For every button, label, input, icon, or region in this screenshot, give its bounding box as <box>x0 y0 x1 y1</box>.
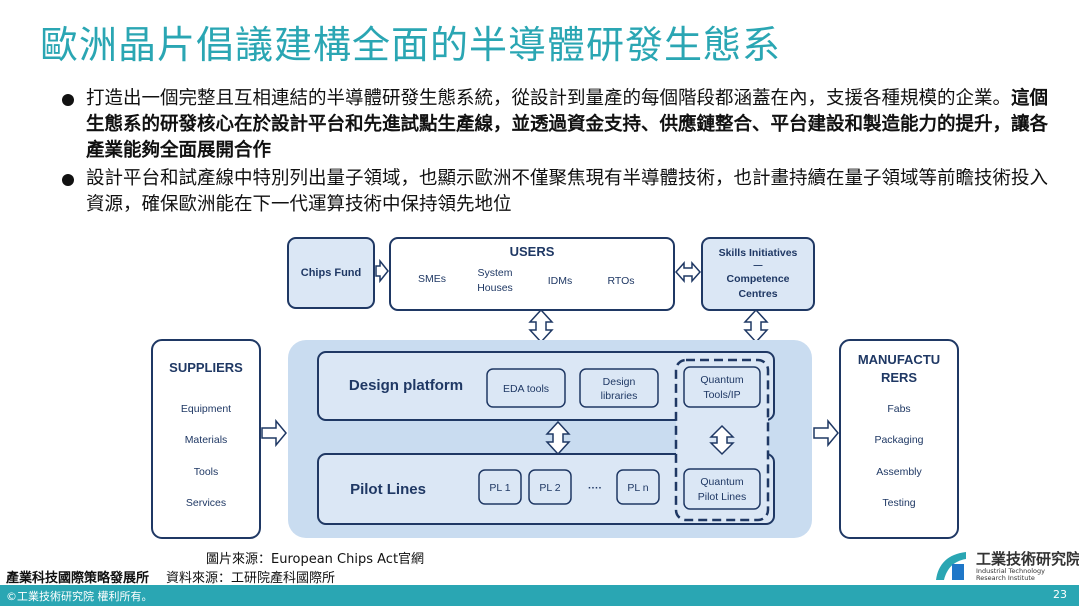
quantum-pilot-label: Quantum <box>700 476 743 488</box>
eda-tools-box <box>486 368 566 408</box>
design-libraries-box <box>579 368 659 408</box>
arrow-right-icon <box>375 258 389 284</box>
pilot-line-label: PL 2 <box>539 482 560 494</box>
skills-label: Competence <box>726 273 789 285</box>
manufacturers-item: Packaging <box>874 434 923 446</box>
suppliers-item: Materials <box>185 434 228 446</box>
slide-title: 歐洲晶片倡議建構全面的半導體研發生態系 <box>40 23 782 67</box>
bullet-text: 打造出一個完整且互相連結的半導體研發生態系統，從設計到量產的每個階段都涵蓋在內，… <box>86 88 1012 109</box>
footer-bar: ©工業技術研究院 權利所有。 23 <box>0 585 1079 606</box>
skills-label: Skills Initiatives <box>719 247 798 259</box>
suppliers-item: Tools <box>194 466 219 478</box>
users-box <box>389 237 675 311</box>
quantum-pilot-label: Pilot Lines <box>698 491 746 503</box>
itri-logo-icon <box>936 552 966 580</box>
manufacturers-item: Testing <box>882 497 915 509</box>
arrow-right-icon <box>813 418 839 448</box>
users-item: SMEs <box>418 273 446 285</box>
skills-label: Centres <box>738 288 777 300</box>
design-platform-title: Design platform <box>349 377 463 394</box>
data-source-caption: 資料來源：工研院產科國際所 <box>166 571 336 586</box>
vertical-double-arrow-icon <box>743 308 769 344</box>
vertical-double-arrow-icon <box>528 308 554 344</box>
manufacturers-item: Assembly <box>876 466 922 478</box>
design-libraries-label: libraries <box>601 390 638 402</box>
pilot-lines-title: Pilot Lines <box>350 481 426 498</box>
chips-fund-box <box>287 237 375 309</box>
users-item: RTOs <box>607 275 634 287</box>
suppliers-item: Equipment <box>181 403 231 415</box>
chips-fund-label: Chips Fund <box>301 267 362 279</box>
eda-tools-label: EDA tools <box>503 383 549 395</box>
quantum-tools-label: Quantum <box>700 374 743 386</box>
image-source-caption: 圖片來源：European Chips Act官網 <box>206 552 425 567</box>
pilot-line-box <box>478 469 522 505</box>
skills-label: — <box>754 260 763 270</box>
bullet-dot-icon <box>62 94 74 106</box>
itri-logo: 工業技術研究院 Industrial Technology Research I… <box>934 548 1079 582</box>
arrow-right-icon <box>261 418 287 448</box>
design-libraries-label: Design <box>603 376 636 388</box>
quantum-pilot-box <box>683 468 761 510</box>
bullet-dot-icon <box>62 174 74 186</box>
suppliers-box <box>151 339 261 539</box>
users-item: IDMs <box>548 275 573 287</box>
bullet-item: 打造出一個完整且互相連結的半導體研發生態系統，從設計到量產的每個階段都涵蓋在內，… <box>60 86 1050 164</box>
itri-name-zh: 工業技術研究院 <box>976 550 1079 568</box>
manufacturers-item: Fabs <box>887 403 910 415</box>
pilot-line-box <box>616 469 660 505</box>
ecosystem-diagram: Chips Fund USERS SMEs System Houses IDMs… <box>151 237 959 539</box>
pilot-line-ellipsis: ···· <box>588 482 602 494</box>
users-title: USERS <box>510 244 555 259</box>
skills-box <box>701 237 815 311</box>
org-name: 產業科技國際策略發展所 <box>6 571 150 586</box>
itri-name-en: Research Institute <box>976 574 1035 582</box>
quantum-tools-box <box>683 366 761 408</box>
bullet-item: 設計平台和試產線中特別列出量子領域，也顯示歐洲不僅聚焦現有半導體技術，也計畫持續… <box>60 166 1050 218</box>
itri-name-en: Industrial Technology <box>976 567 1045 575</box>
quantum-tools-label: Tools/IP <box>703 389 740 401</box>
bullet-list: 打造出一個完整且互相連結的半導體研發生態系統，從設計到量產的每個階段都涵蓋在內，… <box>60 86 1050 220</box>
users-item: System <box>477 267 512 279</box>
bullet-text: 設計平台和試產線中特別列出量子領域，也顯示歐洲不僅聚焦現有半導體技術，也計畫持續… <box>86 168 1049 215</box>
page-number: 23 <box>1053 588 1067 601</box>
pilot-line-label: PL 1 <box>489 482 510 494</box>
suppliers-title: SUPPLIERS <box>169 360 243 375</box>
users-item: Houses <box>477 282 513 294</box>
manufacturers-box <box>839 339 959 539</box>
pilot-line-box <box>528 469 572 505</box>
manufacturers-title: RERS <box>881 370 917 385</box>
suppliers-item: Services <box>186 497 226 509</box>
copyright-text: ©工業技術研究院 權利所有。 <box>6 590 153 603</box>
bullet-text-bold: 這個生態系的研發核心在於設計平台和先進試點生產線，並透過資金支持、供應鏈整合、平… <box>86 88 1049 161</box>
manufacturers-title: MANUFACTU <box>858 352 940 367</box>
double-arrow-icon <box>674 261 702 283</box>
vertical-double-arrow-icon <box>709 424 735 456</box>
pilot-line-label: PL n <box>627 482 648 494</box>
